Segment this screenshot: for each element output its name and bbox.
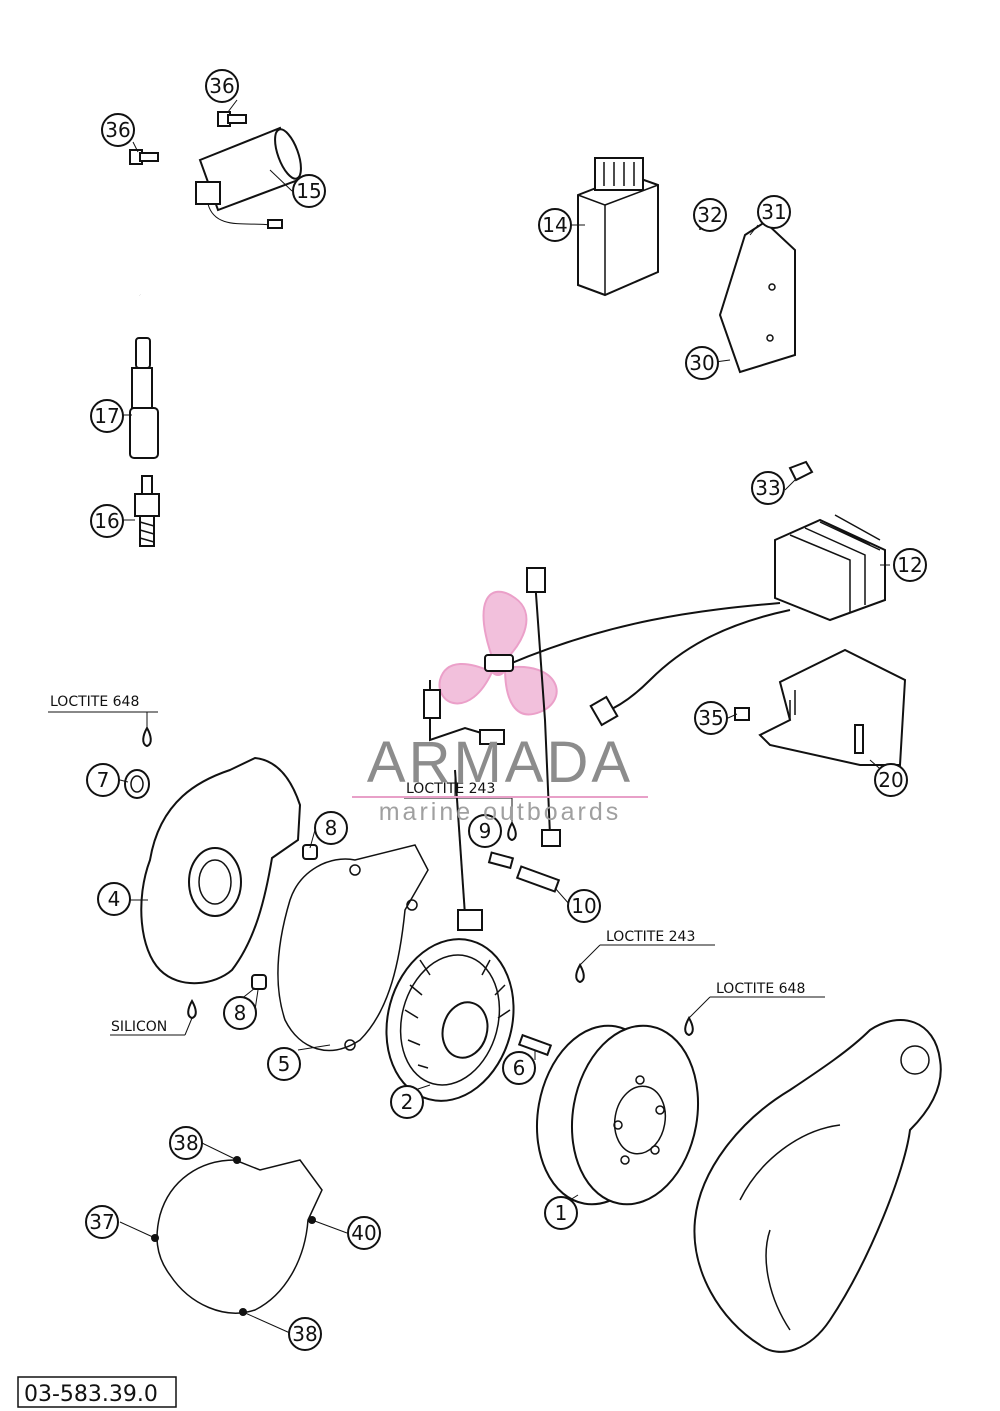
svg-text:5: 5 bbox=[278, 1052, 291, 1076]
callout-38b: 38 bbox=[288, 1317, 322, 1351]
svg-text:35: 35 bbox=[698, 706, 723, 730]
svg-text:15: 15 bbox=[296, 179, 321, 203]
svg-text:6: 6 bbox=[513, 1056, 526, 1080]
callout-15: 15 bbox=[292, 174, 326, 208]
callout-8a: 8 bbox=[314, 811, 348, 845]
callout-36b: 36 bbox=[101, 113, 135, 147]
svg-text:38: 38 bbox=[292, 1322, 317, 1346]
callout-37: 37 bbox=[85, 1205, 119, 1239]
stator-icon bbox=[385, 938, 515, 1102]
callout-16: 16 bbox=[90, 504, 124, 538]
watermark-brand: ARMADA bbox=[367, 730, 633, 795]
note-loctite-648-right: LOCTITE 648 bbox=[716, 981, 805, 997]
ignition-coil-icon bbox=[130, 126, 302, 296]
screw-icon bbox=[487, 851, 561, 1057]
crankcase-icon bbox=[693, 1019, 942, 1353]
regulator-icon bbox=[774, 460, 886, 622]
svg-text:36: 36 bbox=[209, 74, 234, 98]
callout-12: 12 bbox=[893, 548, 927, 582]
mounting-bracket-icon bbox=[734, 648, 907, 766]
callout-6: 6 bbox=[502, 1051, 536, 1085]
reference-box bbox=[17, 1376, 177, 1408]
callout-9: 9 bbox=[468, 814, 502, 848]
flywheel-icon bbox=[535, 1024, 700, 1206]
callout-40: 40 bbox=[347, 1216, 381, 1250]
callout-30: 30 bbox=[685, 346, 719, 380]
callout-10: 10 bbox=[567, 889, 601, 923]
svg-text:38: 38 bbox=[173, 1131, 198, 1155]
note-loctite-648-top: LOCTITE 648 bbox=[50, 694, 139, 710]
gasket-icon bbox=[277, 844, 429, 1052]
svg-text:7: 7 bbox=[97, 768, 110, 792]
callout-33: 33 bbox=[751, 471, 785, 505]
callout-31: 31 bbox=[757, 195, 791, 229]
svg-text:2: 2 bbox=[401, 1090, 414, 1114]
callout-1: 1 bbox=[544, 1196, 578, 1230]
spark-plug-cap-icon bbox=[129, 337, 159, 459]
callout-8b: 8 bbox=[223, 996, 257, 1030]
watermark-tagline: marine outboards bbox=[379, 798, 622, 826]
svg-text:16: 16 bbox=[94, 509, 119, 533]
svg-text:9: 9 bbox=[479, 819, 492, 843]
svg-text:31: 31 bbox=[761, 200, 786, 224]
callout-38a: 38 bbox=[169, 1126, 203, 1160]
svg-text:4: 4 bbox=[108, 887, 121, 911]
callout-35: 35 bbox=[694, 701, 728, 735]
cdi-unit-icon bbox=[577, 157, 659, 297]
svg-text:1: 1 bbox=[555, 1201, 568, 1225]
callout-7: 7 bbox=[86, 763, 120, 797]
callout-32: 32 bbox=[693, 198, 727, 232]
bolt-icon bbox=[129, 111, 247, 165]
note-loctite-243-right: LOCTITE 243 bbox=[606, 929, 695, 945]
svg-text:30: 30 bbox=[689, 351, 714, 375]
ignition-cover-icon bbox=[124, 756, 318, 990]
svg-text:17: 17 bbox=[94, 404, 119, 428]
bracket-icon bbox=[698, 220, 796, 374]
svg-text:33: 33 bbox=[755, 476, 780, 500]
note-loctite-243-center: LOCTITE 243 bbox=[406, 781, 495, 797]
callout-14: 14 bbox=[538, 208, 572, 242]
spark-plug-icon bbox=[134, 475, 160, 547]
svg-text:12: 12 bbox=[897, 553, 922, 577]
cover-gasket-icon bbox=[151, 1156, 323, 1316]
svg-text:20: 20 bbox=[878, 768, 903, 792]
svg-text:32: 32 bbox=[697, 203, 722, 227]
callout-2: 2 bbox=[390, 1085, 424, 1119]
svg-text:14: 14 bbox=[542, 213, 567, 237]
callout-17: 17 bbox=[90, 399, 124, 433]
reference-number: 03-583.39.0 bbox=[24, 1382, 158, 1407]
svg-text:37: 37 bbox=[89, 1210, 114, 1234]
svg-text:36: 36 bbox=[105, 118, 130, 142]
callout-20: 20 bbox=[874, 763, 908, 797]
callout-4: 4 bbox=[97, 882, 131, 916]
svg-text:10: 10 bbox=[571, 894, 596, 918]
svg-text:40: 40 bbox=[351, 1221, 376, 1245]
callout-5: 5 bbox=[267, 1047, 301, 1081]
note-silicon: SILICON bbox=[111, 1019, 167, 1035]
svg-text:8: 8 bbox=[234, 1001, 247, 1025]
svg-text:8: 8 bbox=[325, 816, 338, 840]
wiring-harness bbox=[423, 567, 791, 931]
callout-36a: 36 bbox=[205, 69, 239, 103]
